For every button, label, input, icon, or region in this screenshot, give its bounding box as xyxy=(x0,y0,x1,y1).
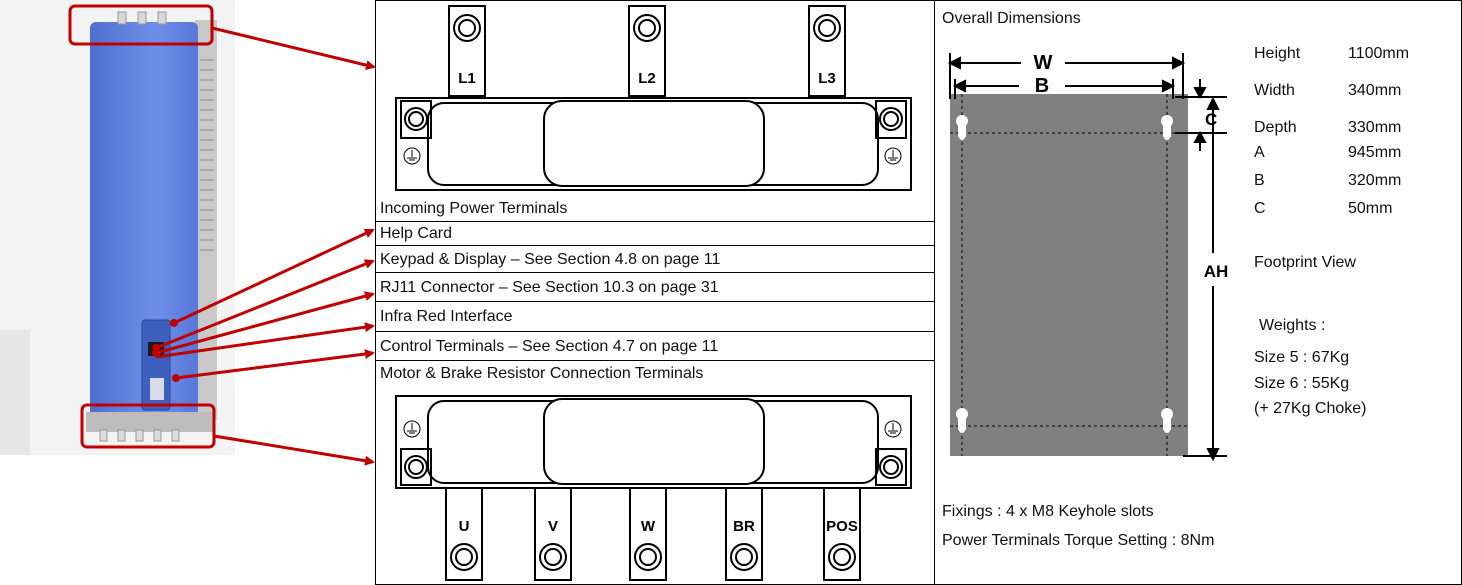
weight-size-5: Size 5 : 67Kg xyxy=(1254,349,1350,366)
rj11-label: RJ11 Connector – See Section 10.3 on pag… xyxy=(376,272,934,301)
terminal-u: U xyxy=(459,518,470,535)
spec-a-value: 945mm xyxy=(1348,144,1402,161)
spec-depth-value: 330mm xyxy=(1348,119,1402,136)
motor-terminals-label: Motor & Brake Resistor Connection Termin… xyxy=(376,360,934,390)
footprint-diagram: W B C AH xyxy=(947,52,1229,462)
output-terminal-drawing: U V W BR POS xyxy=(395,395,912,581)
terminal-l3: L3 xyxy=(818,70,836,87)
top-terminal-callout xyxy=(68,4,214,46)
spec-b-name: B xyxy=(1254,172,1265,189)
dimensions-panel: Overall Dimensions W B xyxy=(935,0,1462,585)
spec-width-value: 340mm xyxy=(1348,82,1402,99)
weights-title: Weights : xyxy=(1259,317,1326,334)
spec-c-value: 50mm xyxy=(1348,200,1393,217)
terminal-l2: L2 xyxy=(638,70,656,87)
torque-note: Power Terminals Torque Setting : 8Nm xyxy=(942,532,1215,549)
drive-body xyxy=(90,22,198,430)
terminal-v: V xyxy=(548,518,558,535)
terminal-br: BR xyxy=(733,518,755,535)
spec-c-name: C xyxy=(1254,200,1266,217)
spec-depth-name: Depth xyxy=(1254,119,1297,136)
help-card-label: Help Card xyxy=(376,221,934,245)
dim-letter-b: B xyxy=(1035,75,1049,97)
terminal-pos: POS xyxy=(826,518,858,535)
weight-size-6: Size 6 : 55Kg xyxy=(1254,375,1350,392)
terminal-l1: L1 xyxy=(458,70,476,87)
footprint-view-label: Footprint View xyxy=(1254,254,1356,271)
terminal-w: W xyxy=(641,518,656,535)
dim-letter-w: W xyxy=(1034,52,1053,74)
incoming-power-label: Incoming Power Terminals xyxy=(380,200,568,217)
control-terminals-label: Control Terminals – See Section 4.7 on p… xyxy=(376,331,934,360)
incoming-terminal-drawing: L1 L2 L3 xyxy=(395,5,912,191)
footprint-rect xyxy=(950,94,1188,456)
spec-width-name: Width xyxy=(1254,82,1295,99)
spec-b-value: 320mm xyxy=(1348,172,1402,189)
spec-height-value: 1100mm xyxy=(1348,45,1410,62)
infrared-label: Infra Red Interface xyxy=(376,301,934,331)
bottom-terminal-callout xyxy=(80,403,216,449)
spec-height-name: Height xyxy=(1254,45,1301,62)
weight-choke: (+ 27Kg Choke) xyxy=(1254,400,1367,417)
keypad-label: Keypad & Display – See Section 4.8 on pa… xyxy=(376,245,934,272)
terminal-panel: L1 L2 L3 Incoming Power Terminals Help C… xyxy=(375,0,935,585)
spec-a-name: A xyxy=(1254,144,1265,161)
drive-photo xyxy=(0,0,375,466)
fixings-note: Fixings : 4 x M8 Keyhole slots xyxy=(942,503,1154,520)
dim-letter-ah: AH xyxy=(1204,262,1229,281)
dim-letter-c: C xyxy=(1205,110,1217,129)
dimensions-title: Overall Dimensions xyxy=(942,10,1081,27)
